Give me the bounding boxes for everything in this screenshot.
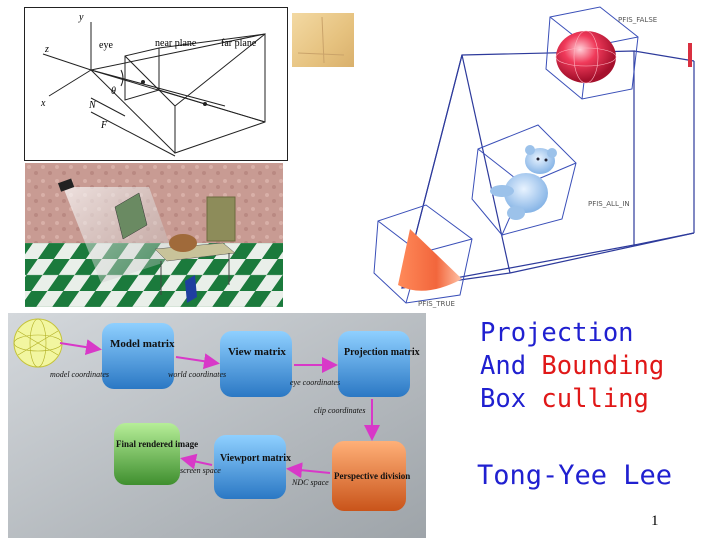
model-coordinates-label: model coordinates: [50, 370, 109, 379]
title-line-1: Projection: [480, 317, 664, 350]
room-scene: [25, 163, 283, 307]
swatch-marks: [297, 16, 345, 64]
light-frustum: [63, 187, 175, 283]
pipeline-arrows: [59, 339, 380, 479]
final-image-label: Final rendered image: [116, 439, 198, 449]
blue-teddy-bear: [490, 145, 557, 220]
title-box: Box: [480, 384, 542, 414]
culling-scene: PFIS_FALSE PFIS_ALL_IN PFIS_TRUE: [362, 3, 698, 308]
projection-matrix-label: Projection matrix: [344, 347, 420, 358]
teapot: [169, 234, 197, 252]
chair-back: [206, 196, 236, 242]
frustum-diagram: y z x eye near plane far plane θ N F: [24, 7, 288, 161]
view-matrix-label: View matrix: [228, 346, 286, 358]
world-coordinates-label: world coordinates: [168, 370, 226, 379]
far-plane-label: far plane: [221, 38, 257, 49]
frustum-drawing: y z x eye near plane far plane θ N F: [40, 12, 266, 157]
title-bounding: Bounding: [541, 351, 665, 381]
ndc-space-label: NDC space: [291, 478, 329, 487]
x-axis-label: x: [40, 98, 46, 109]
blue-figure: [185, 275, 197, 303]
view-matrix-cube: [220, 331, 292, 397]
near-plane-label: near plane: [155, 38, 197, 49]
culling-drawing: PFIS_FALSE PFIS_ALL_IN PFIS_TRUE: [373, 6, 695, 308]
pfis-all-in-label: PFIS_ALL_IN: [588, 200, 630, 208]
pipeline-drawing: Model matrix View matrix Projection matr…: [8, 313, 426, 538]
near-point: [141, 80, 145, 84]
n-label: N: [88, 100, 97, 111]
pfis-true-label: PFIS_TRUE: [418, 300, 455, 308]
final-image-cube: [114, 423, 180, 485]
perspective-division-label: Perspective division: [334, 471, 410, 481]
y-axis-label: y: [78, 12, 84, 23]
texture-swatch: [292, 13, 354, 67]
projection-matrix-cube: [338, 331, 410, 397]
clip-coordinates-label: clip coordinates: [314, 406, 365, 415]
title-projection: Projection: [480, 318, 634, 348]
perspective-division-cube: [332, 441, 406, 511]
title-line-2: And Bounding: [480, 350, 664, 383]
room-drawing: [25, 163, 283, 307]
title-and: And: [480, 351, 542, 381]
eye-coordinates-label: eye coordinates: [290, 378, 340, 387]
viewport-matrix-cube: [214, 435, 286, 499]
slide-title: Projection And Bounding Box culling: [480, 317, 664, 416]
author-name: Tong-Yee Lee: [477, 460, 673, 491]
spotlight: [57, 178, 75, 192]
pfis-false-label: PFIS_FALSE: [618, 16, 657, 24]
slide-picture: [114, 192, 148, 240]
pipeline-diagram: Model matrix View matrix Projection matr…: [8, 313, 426, 538]
red-sphere: [556, 31, 616, 83]
f-label: F: [100, 120, 108, 131]
sphere-edge: [688, 43, 692, 67]
viewport-matrix-label: Viewport matrix: [220, 453, 291, 464]
theta-label: θ: [111, 86, 116, 97]
title-culling: culling: [541, 384, 649, 414]
title-line-3: Box culling: [480, 383, 664, 416]
z-axis-label: z: [44, 44, 49, 55]
orange-cone: [398, 229, 462, 291]
model-matrix-label: Model matrix: [110, 338, 175, 350]
model-matrix-cube: [102, 323, 174, 389]
eye-label: eye: [99, 40, 113, 51]
page-number: 1: [651, 513, 659, 529]
far-point: [203, 102, 207, 106]
screen-space-label: screen space: [180, 466, 221, 475]
